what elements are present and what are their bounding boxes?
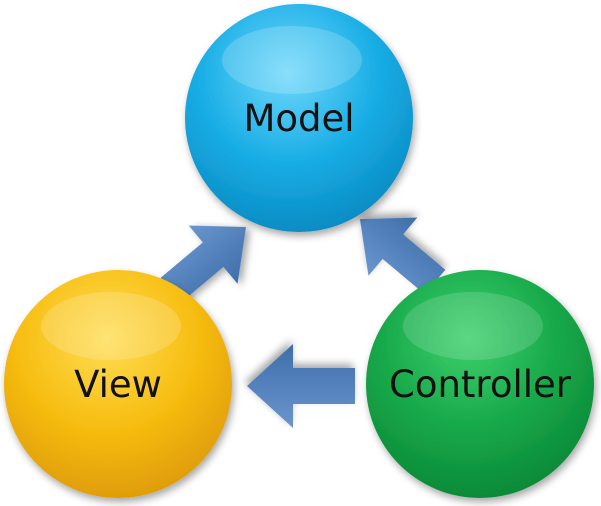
controller-label: Controller [389,363,572,406]
controller-node: Controller [366,270,594,498]
arrow-controller-to-model [359,217,446,295]
view-label: View [74,363,162,406]
model-node: Model [185,4,413,232]
view-node: View [4,270,232,498]
arrow-controller-to-view [247,344,355,428]
arrow-view-to-model [160,225,247,303]
model-label: Model [243,97,354,140]
